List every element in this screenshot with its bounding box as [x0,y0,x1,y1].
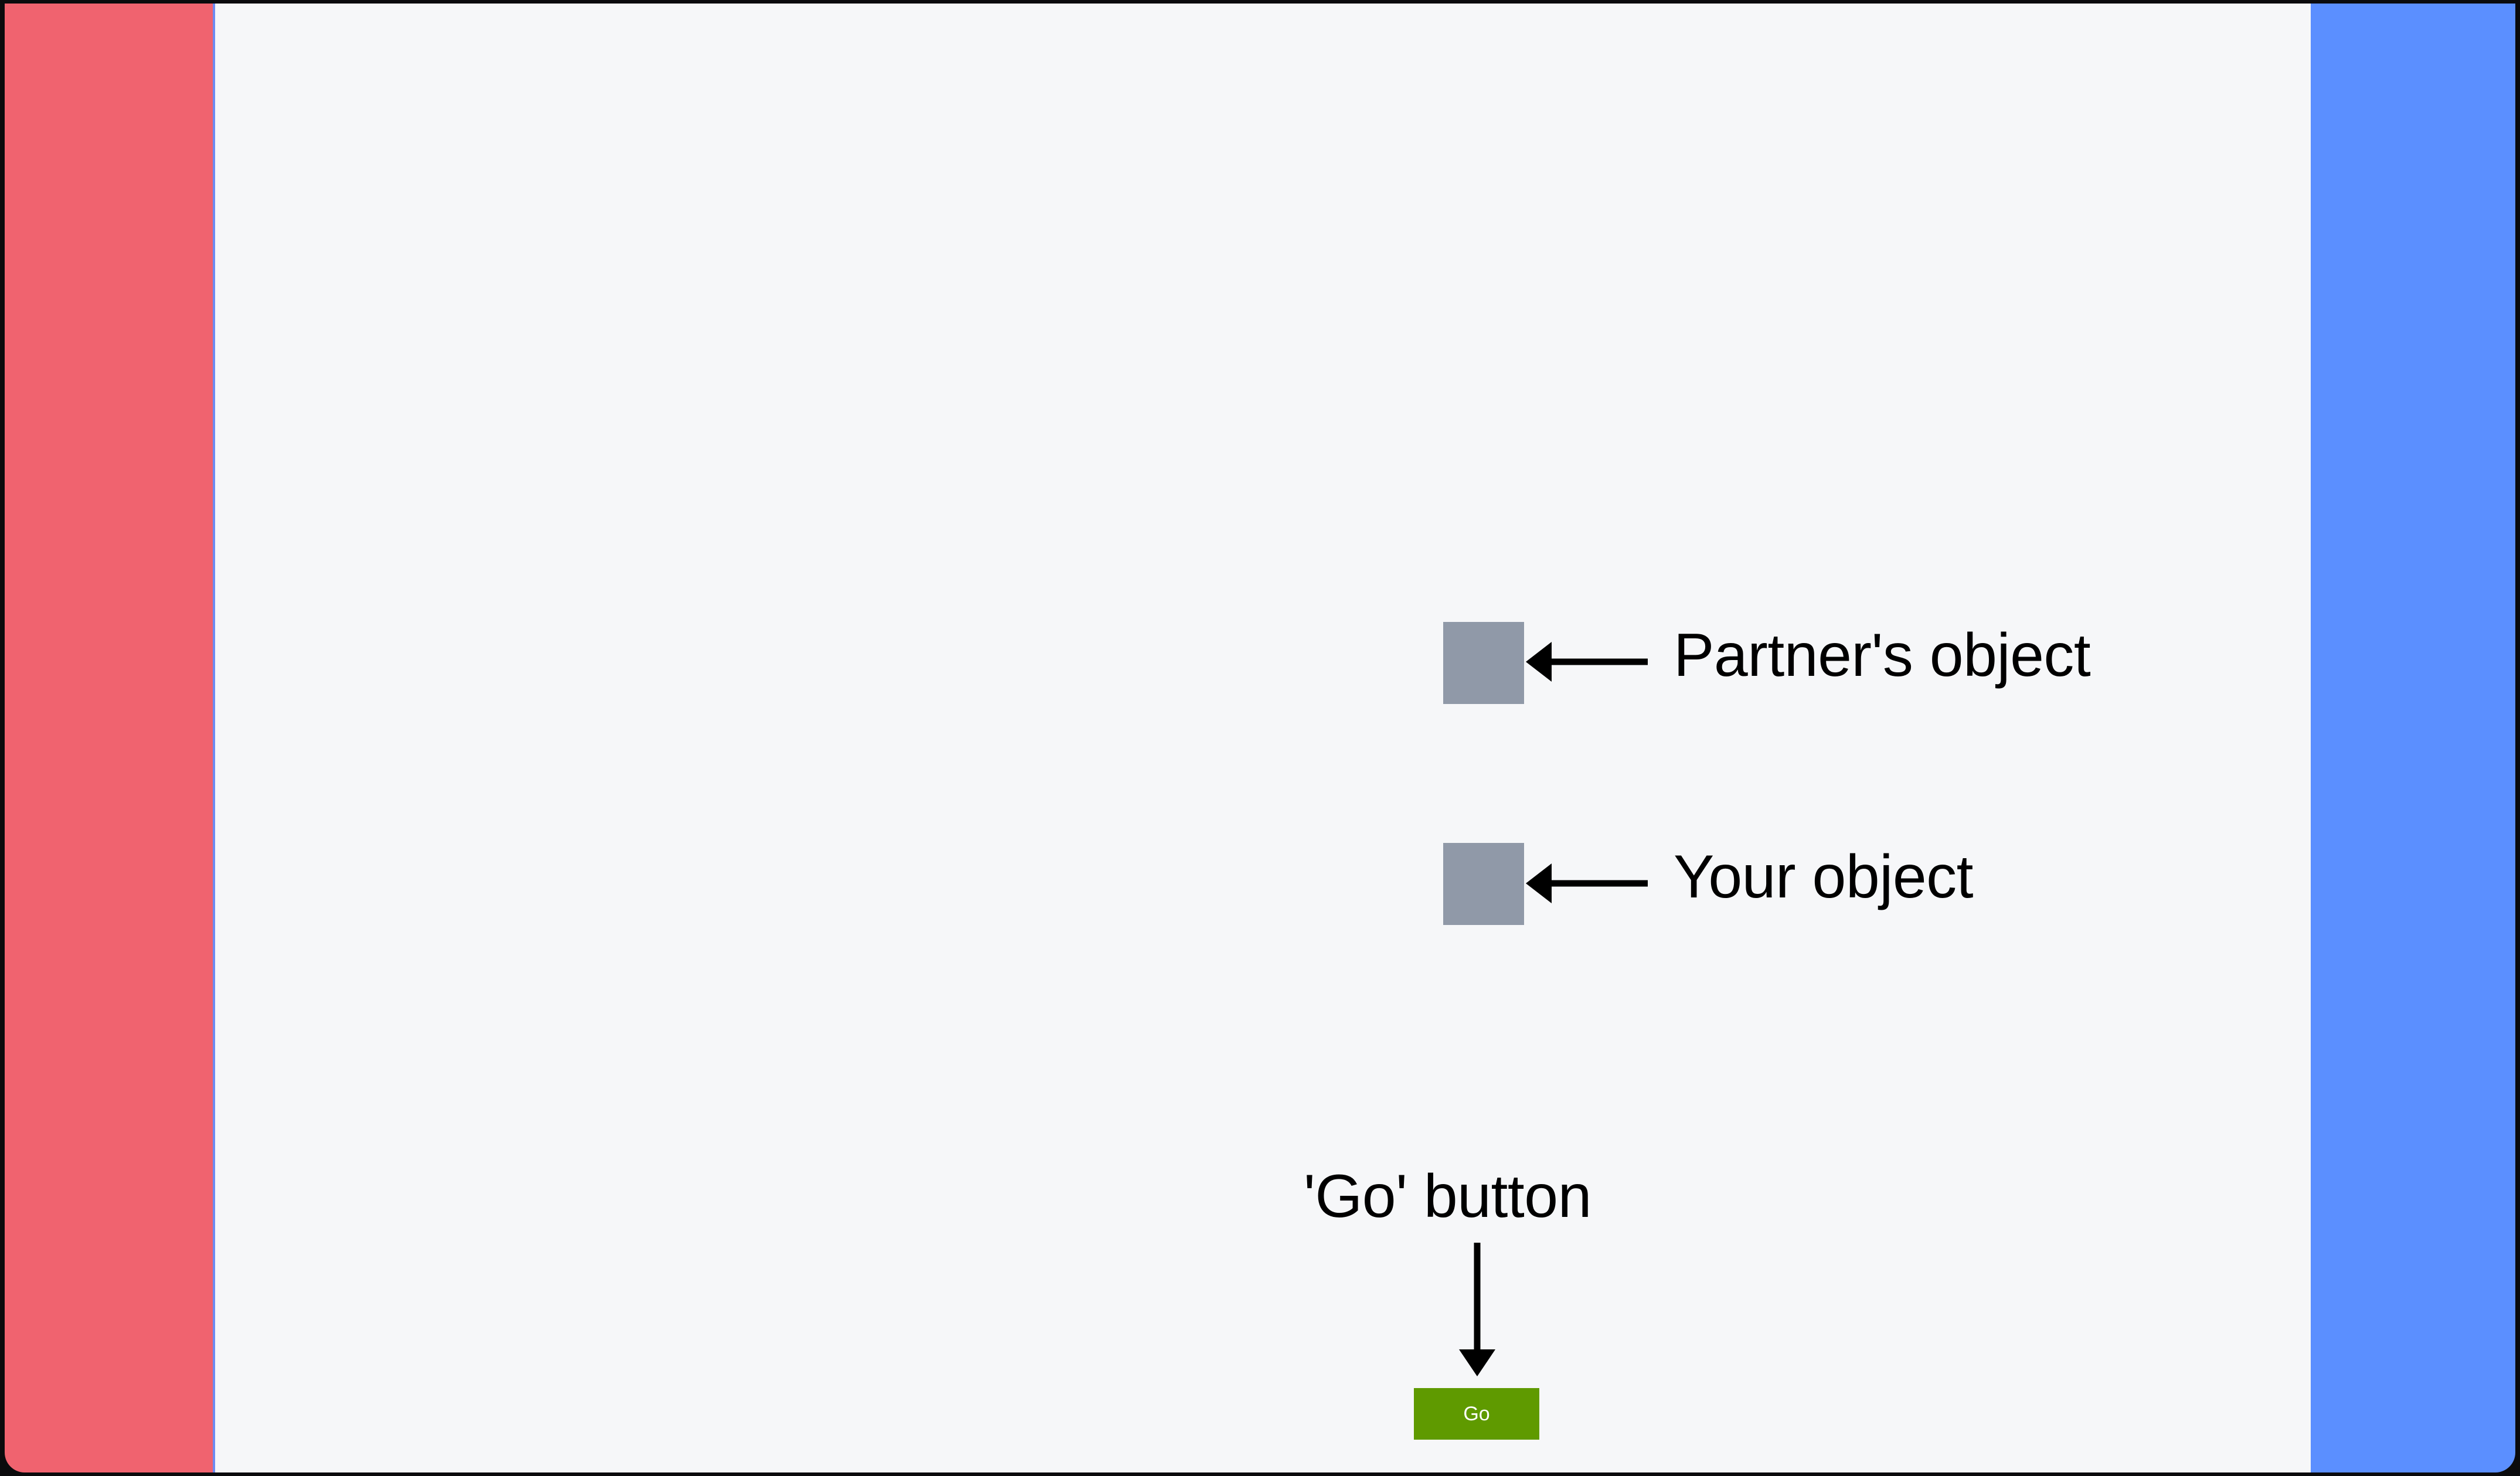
partner-object-square[interactable] [1443,622,1524,704]
go-button-arrow-icon [1459,1243,1495,1376]
partner-object-arrow-icon [1526,642,1648,682]
game-board: Partner's object Your object 'Go' button… [215,4,2311,1472]
your-object-arrow-icon [1526,863,1648,903]
your-object-annotation-label: Your object [1674,843,1974,911]
partner-object-annotation-label: Partner's object [1674,621,2091,689]
your-object-square[interactable] [1443,843,1524,925]
left-player-zone [5,4,215,1472]
go-button[interactable]: Go [1414,1388,1539,1440]
right-player-zone [2311,4,2515,1472]
go-button-annotation-label: 'Go' button [1304,1162,1592,1230]
